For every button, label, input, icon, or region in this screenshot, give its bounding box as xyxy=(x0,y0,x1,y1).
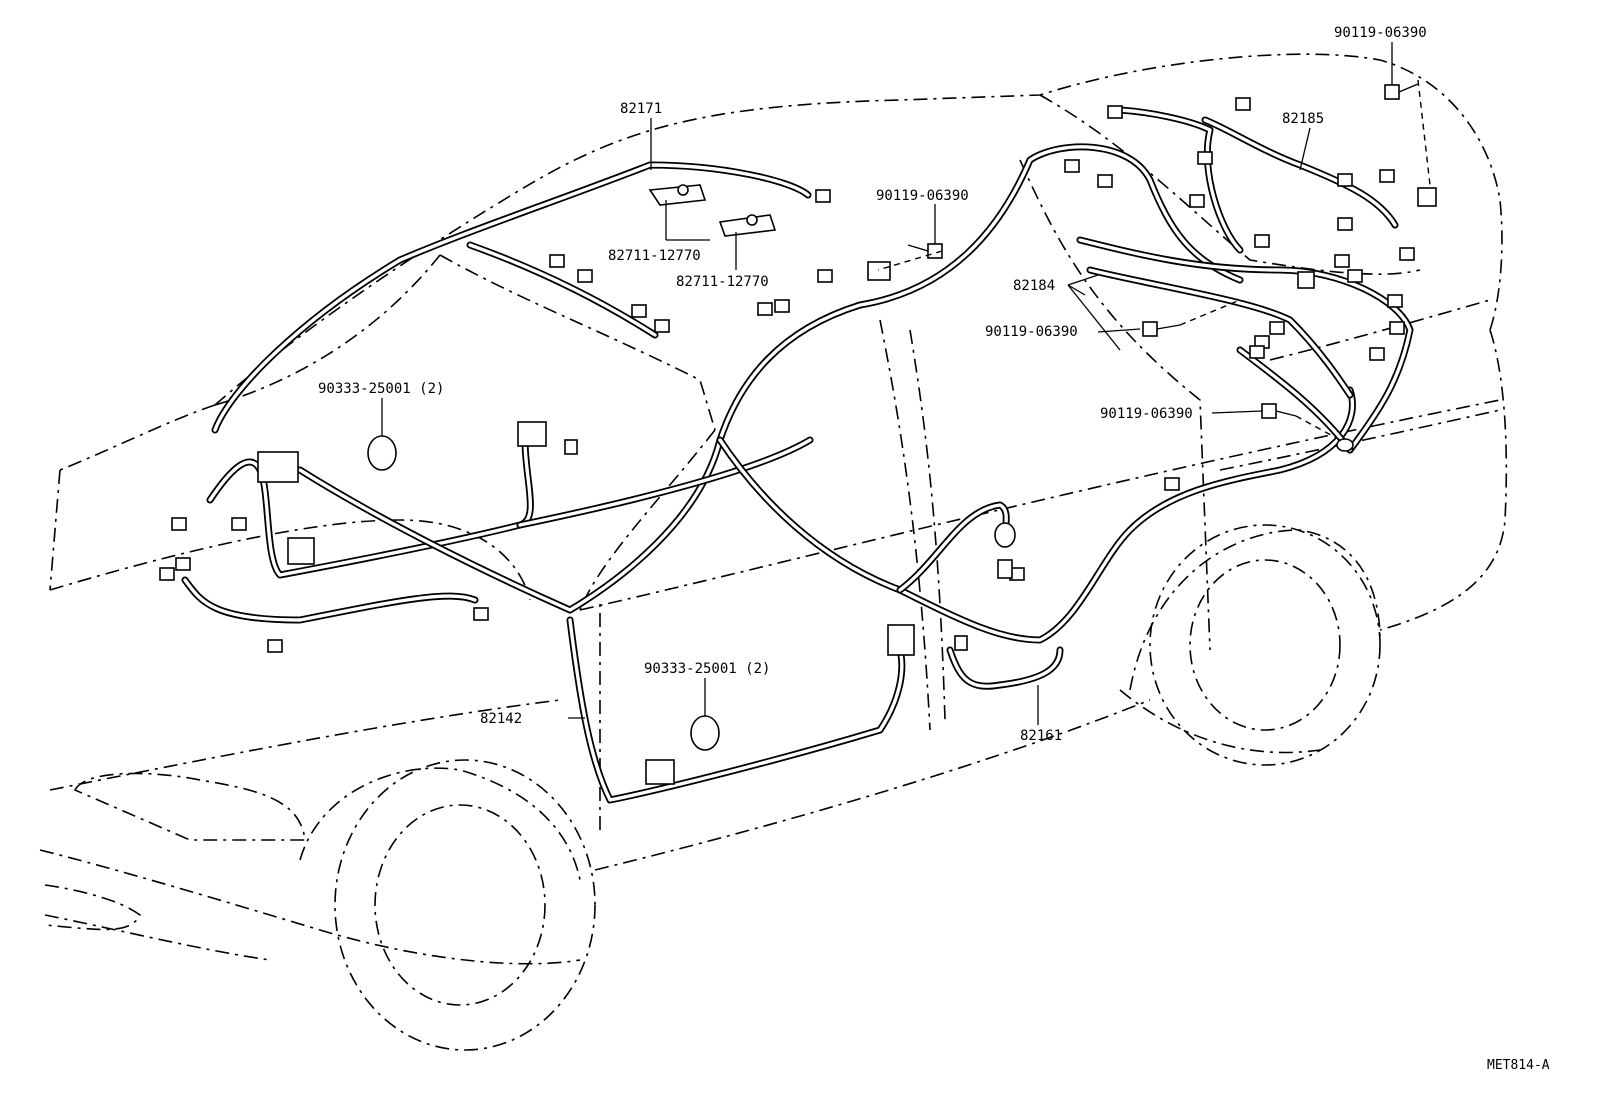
connector xyxy=(1197,151,1213,165)
connector xyxy=(564,439,578,455)
connector xyxy=(631,304,647,318)
connector xyxy=(815,189,831,203)
module-block xyxy=(517,421,547,447)
connector xyxy=(1269,321,1285,335)
label-bolt-mid: 90119-06390 xyxy=(876,188,969,204)
clamp-upper-hole xyxy=(677,184,689,196)
connector xyxy=(1249,345,1265,359)
connector xyxy=(1107,105,1123,119)
label-clamp-lower: 82711-12770 xyxy=(676,274,769,290)
grommets xyxy=(367,435,720,751)
connector xyxy=(1064,159,1080,173)
switch-part xyxy=(994,522,1016,548)
grommet-door xyxy=(690,715,720,751)
connector xyxy=(473,607,489,621)
connector xyxy=(1189,194,1205,208)
connector xyxy=(1347,269,1363,283)
label-bolt-rear-floor: 90119-06390 xyxy=(985,324,1078,340)
wire-harnesses xyxy=(181,106,1414,804)
module-block xyxy=(645,759,675,785)
leader-lines xyxy=(381,42,1393,725)
module-block xyxy=(287,537,315,565)
connector xyxy=(1334,254,1350,268)
connector xyxy=(231,517,247,531)
connector xyxy=(1379,169,1395,183)
connector xyxy=(1337,217,1353,231)
part-labels: 90119-06390 82171 82185 90119-06390 8271… xyxy=(318,25,1550,1073)
clamp-lower-hole xyxy=(746,214,758,226)
label-bolt-rear-top: 90119-06390 xyxy=(1334,25,1427,41)
grommet-front xyxy=(367,435,397,471)
harness-82184 xyxy=(1076,236,1414,454)
harness-82185 xyxy=(1116,106,1399,254)
connector xyxy=(175,557,191,571)
connector xyxy=(577,269,593,283)
car-body-outline xyxy=(39,53,1508,1051)
label-harness-82161: 82161 xyxy=(1020,728,1062,744)
bolt-rear-side xyxy=(1261,403,1354,452)
label-grommet-front: 90333-25001 (2) xyxy=(318,381,444,397)
connector xyxy=(1337,173,1353,187)
connector xyxy=(774,299,790,313)
harness-floor-main xyxy=(716,143,1356,644)
connector xyxy=(1389,321,1405,335)
modules xyxy=(257,187,1437,785)
harness-82142 xyxy=(566,616,906,804)
bolts xyxy=(877,79,1431,452)
connector xyxy=(171,517,187,531)
connector xyxy=(159,567,175,581)
label-bolt-rear-side: 90119-06390 xyxy=(1100,406,1193,422)
harness-82171 xyxy=(211,161,812,434)
label-clamp-upper: 82711-12770 xyxy=(608,248,701,264)
connector xyxy=(267,639,283,653)
connector xyxy=(954,635,968,651)
label-harness-82184: 82184 xyxy=(1013,278,1055,294)
connector xyxy=(757,302,773,316)
clamp-upper xyxy=(648,184,707,206)
connector xyxy=(1235,97,1251,111)
connector xyxy=(1097,174,1113,188)
connector xyxy=(1399,247,1415,261)
connectors xyxy=(159,97,1415,653)
connector xyxy=(997,559,1013,579)
bracket xyxy=(1297,271,1315,289)
clamps xyxy=(648,184,777,237)
diagram-code: MET814-A xyxy=(1487,1058,1550,1073)
harness-front-dash xyxy=(181,436,814,624)
junction-block xyxy=(257,451,299,483)
connector xyxy=(1387,294,1403,308)
connector xyxy=(1369,347,1385,361)
bracket xyxy=(867,261,891,281)
bracket xyxy=(1417,187,1437,207)
bolt-rear-floor xyxy=(1142,299,1241,337)
connector xyxy=(1254,234,1270,248)
connector xyxy=(549,254,565,268)
connector xyxy=(654,319,670,333)
bolt-rear-top xyxy=(1384,79,1431,186)
connector xyxy=(817,269,833,283)
connector xyxy=(1164,477,1180,491)
harness-82161 xyxy=(896,501,1064,690)
label-grommet-door: 90333-25001 (2) xyxy=(644,661,770,677)
module-block xyxy=(887,624,915,656)
label-harness-82171: 82171 xyxy=(620,101,662,117)
label-harness-82185: 82185 xyxy=(1282,111,1324,127)
label-harness-82142: 82142 xyxy=(480,711,522,727)
